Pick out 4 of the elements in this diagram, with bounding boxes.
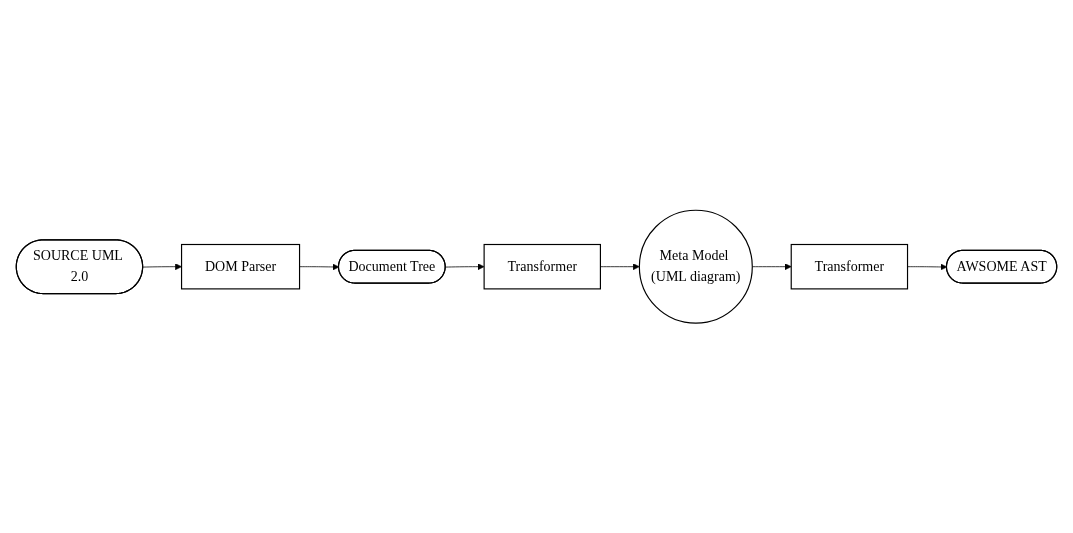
node-box: DOM Parser xyxy=(180,243,301,290)
node-circle: Meta Model (UML diagram) xyxy=(638,209,753,324)
node-box: Transformer xyxy=(483,243,601,290)
node-box: Transformer xyxy=(790,243,909,290)
